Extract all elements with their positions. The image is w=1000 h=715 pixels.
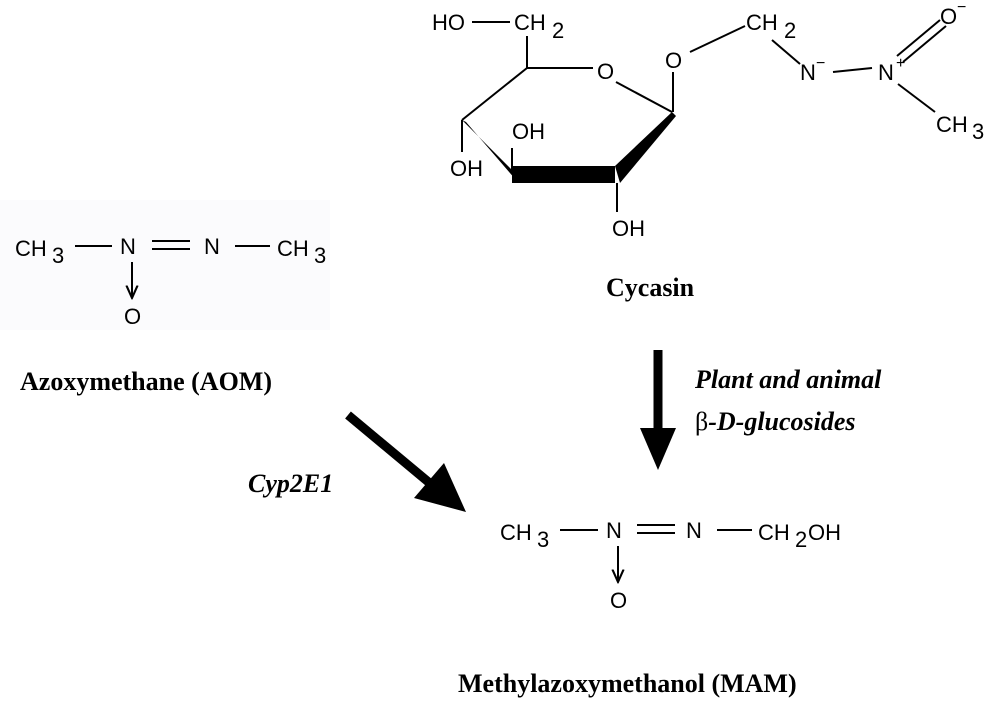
cycasin-oh-left: OH (450, 156, 483, 181)
glucoside-label-line2: β-D-glucosides (695, 407, 856, 436)
cycasin-o-ch2-bond (689, 25, 746, 53)
cycasin-n-minus: N (800, 60, 816, 85)
cycasin-glycosidic-oxygen: O (665, 48, 682, 73)
aom-oxygen: O (124, 304, 141, 329)
mam-n2: N (686, 518, 702, 543)
mam-left-ch: CH (500, 520, 532, 545)
mam-n1: N (606, 518, 622, 543)
cycasin-structure: HO CH 2 O OH OH OH O CH 2 N − N + O (432, 0, 984, 241)
cycasin-n-plus: N (878, 60, 894, 85)
cycasin-oh-upper: OH (512, 119, 545, 144)
aom-right-sub: 3 (314, 243, 326, 268)
cycasin-wedge-c3-c2 (512, 166, 615, 183)
aom-arrow-shaft (345, 411, 435, 489)
cycasin-wedge-c2-c1 (615, 112, 676, 183)
cycasin-n-o-double-a (896, 19, 941, 57)
cycasin-ring-oxygen: O (597, 59, 614, 84)
mam-right-oh: OH (808, 520, 841, 545)
azoxymethane-structure: CH 3 N N CH 3 O (0, 200, 330, 330)
aom-n1: N (120, 234, 136, 259)
cyp2e1-label: Cyp2E1 (248, 469, 333, 498)
cycasin-ch3-sub: 3 (972, 119, 984, 144)
mam-right-sub: 2 (795, 527, 807, 552)
cycasin-ch3: CH (936, 112, 968, 137)
cycasin-name: Cycasin (606, 273, 695, 302)
aom-name: Azoxymethane (AOM) (20, 367, 272, 396)
mam-left-sub: 3 (537, 527, 549, 552)
glucoside-beta: β (695, 407, 708, 436)
mam-name: Methylazoxymethanol (MAM) (458, 669, 797, 698)
cycasin-n-ch3-bond (897, 83, 936, 113)
mam-right-ch: CH (758, 520, 790, 545)
cycasin-n-minus-charge: − (816, 55, 825, 72)
cycasin-arrow-head (640, 428, 676, 470)
cycasin-ch2-top-sub: 2 (552, 18, 564, 43)
aom-left-ch: CH (15, 236, 47, 261)
cycasin-o-minus: O (940, 4, 957, 29)
aom-left-sub: 3 (52, 243, 64, 268)
cycasin-ch2-link-sub: 2 (784, 18, 796, 43)
reaction-arrow-cycasin-to-mam (640, 350, 676, 470)
aom-arrow-head (414, 463, 466, 512)
cycasin-n-o-double-b (902, 25, 947, 63)
glucoside-label-line1: Plant and animal (694, 365, 882, 394)
cycasin-o-c1-bond (615, 81, 673, 113)
cycasin-ho: HO (432, 10, 465, 35)
cycasin-c5-c4-bond (461, 67, 528, 121)
mam-oxygen: O (610, 588, 627, 613)
aom-right-ch: CH (277, 236, 309, 261)
mam-structure: CH 3 N N CH 2 OH O (500, 518, 841, 613)
cycasin-o-minus-charge: − (957, 0, 966, 16)
cycasin-ch2-top: CH (514, 10, 546, 35)
cycasin-n-n-bond (832, 67, 873, 73)
cycasin-n-plus-charge: + (896, 55, 905, 72)
aom-n2: N (204, 234, 220, 259)
cycasin-ch2-link: CH (746, 10, 778, 35)
cycasin-oh-bottom: OH (612, 216, 645, 241)
glucoside-text: -D-glucosides (708, 407, 855, 436)
reaction-arrow-aom-to-mam (345, 411, 466, 512)
cycasin-ch2-n-bond (771, 39, 801, 65)
aom-background (0, 200, 330, 330)
